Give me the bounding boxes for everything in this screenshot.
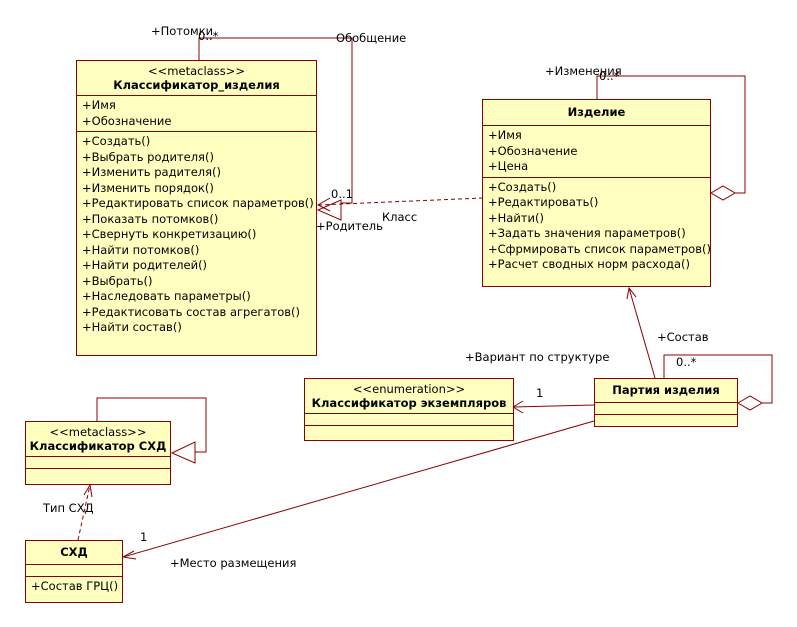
operation: +Редактисовать состав агрегатов(): [82, 304, 300, 319]
operations-section: +Создать() +Редактировать() +Найти() +За…: [483, 178, 711, 275]
operation: +Найти потомков(): [82, 242, 200, 257]
attributes-section: [305, 414, 513, 426]
attribute: +Имя: [488, 128, 522, 142]
skhd-classifier-generalization-arrow: [170, 441, 196, 464]
potomki-role-label: +Потомки: [151, 24, 214, 38]
class-header: Изделие: [483, 100, 710, 126]
class-name: Классификатор_изделия: [113, 78, 280, 92]
attributes-section: [595, 403, 737, 415]
operation: +Изменить порядок(): [82, 180, 214, 195]
attributes-section: +Имя +Обозначение +Цена: [483, 126, 710, 178]
attributes-section: [26, 457, 170, 469]
mesto-role-label: +Место размещения: [170, 556, 297, 570]
stereotype-label: <<metaclass>>: [49, 425, 147, 439]
class-izdelie[interactable]: Изделие +Имя +Обозначение +Цена +Создать…: [482, 99, 711, 287]
class-name: СХД: [60, 545, 88, 559]
operations-section: [595, 415, 737, 426]
roditel-role-label: +Родитель: [316, 219, 383, 233]
sostav-association[interactable]: [628, 287, 656, 379]
variant-association[interactable]: [512, 404, 595, 408]
sostav-role-label: +Состав: [657, 330, 709, 344]
class-header: <<metaclass>> Классификатор_изделия: [77, 61, 316, 96]
potomki-association[interactable]: [198, 37, 353, 204]
class-partiya-izdeliya[interactable]: Партия изделия: [594, 378, 738, 427]
izmeneniya-diamond: [710, 185, 736, 201]
class-name: Классификатор экземпляров: [311, 396, 507, 410]
tip-skhd-dependency[interactable]: [77, 484, 91, 541]
class-header: СХД: [26, 541, 122, 565]
class-name: Классификатор СХД: [29, 439, 167, 453]
potomki-multiplicity: 0..*: [198, 29, 219, 43]
operation: +Выбрать(): [82, 273, 153, 288]
skhd-classifier-self-generalization[interactable]: [96, 397, 207, 453]
operation: +Задать значения параметров(): [488, 226, 686, 240]
attribute: +Обозначение: [488, 143, 578, 158]
operations-section: +Создать() +Выбрать родителя() +Изменить…: [77, 132, 316, 338]
partiya-self-aggregation[interactable]: [663, 354, 773, 404]
operation: +Создать(): [82, 134, 151, 148]
operation: +Найти родителей(): [82, 258, 208, 272]
operation: +Редактировать список параметров(): [82, 196, 314, 210]
variant-role-label: +Вариант по структуре: [465, 350, 610, 364]
attribute: +Обозначение: [82, 113, 172, 128]
sostav-multiplicity: 0..*: [676, 355, 697, 369]
operation: +Свернуть конкретизацию(): [82, 227, 257, 241]
class-name: Изделие: [567, 105, 626, 119]
stereotype-label: <<metaclass>>: [148, 64, 245, 78]
sostav-arrowhead: [626, 286, 637, 300]
izmeneniya-multiplicity: 0..*: [599, 69, 620, 83]
class-header: Партия изделия: [595, 379, 737, 403]
class-klassifikator-skhd[interactable]: <<metaclass>> Классификатор СХД: [25, 421, 171, 485]
operation: +Создать(): [488, 179, 557, 194]
class-klassifikator-izdeliya[interactable]: <<metaclass>> Классификатор_изделия +Имя…: [76, 60, 317, 356]
mesto-arrowhead: [121, 550, 137, 560]
mesto-association[interactable]: [122, 420, 595, 558]
tip-skhd-label: Тип СХД: [43, 501, 94, 515]
class-skhd[interactable]: СХД +Состав ГРЦ(): [25, 540, 123, 603]
operations-section: [305, 426, 513, 437]
tip-skhd-arrowhead: [83, 483, 93, 498]
klass-label: Класс: [382, 210, 418, 224]
class-header: <<metaclass>> Классификатор СХД: [26, 422, 170, 457]
variant-multiplicity: 1: [536, 386, 544, 400]
operation: +Расчет сводных норм расхода(): [488, 257, 690, 271]
operations-section: +Состав ГРЦ(): [26, 577, 122, 597]
class-name: Партия изделия: [612, 383, 720, 397]
operation: +Состав ГРЦ(): [31, 579, 119, 593]
stereotype-label: <<enumeration>>: [352, 382, 466, 396]
partiya-diamond: [737, 395, 763, 411]
attributes-section: +Имя +Обозначение: [77, 96, 316, 132]
attributes-section: [26, 565, 122, 577]
operation: +Изменить радителя(): [82, 165, 222, 179]
izmeneniya-aggregation[interactable]: [596, 75, 746, 194]
operation: +Редактировать(): [488, 195, 599, 209]
operation: +Наследовать параметры(): [82, 289, 251, 303]
operation: +Показать потомков(): [82, 211, 219, 226]
operation: +Найти состав(): [82, 320, 182, 334]
izmeneniya-role-label: +Изменения: [545, 64, 622, 78]
operation: +Сфрмировать список параметров(): [488, 241, 711, 256]
attribute: +Имя: [82, 98, 116, 112]
operation: +Выбрать родителя(): [82, 149, 214, 164]
class-header: <<enumeration>> Классификатор экземпляро…: [305, 379, 513, 414]
obobshchenie-label: Обобщение: [336, 31, 407, 45]
roditel-multiplicity: 0..1: [331, 187, 353, 201]
mesto-multiplicity: 1: [140, 530, 148, 544]
operation: +Найти(): [488, 210, 544, 225]
class-klassifikator-ekzemplyarov[interactable]: <<enumeration>> Классификатор экземпляро…: [304, 378, 514, 441]
attribute: +Цена: [488, 159, 529, 173]
obobshchenie-generalization-arrow[interactable]: [316, 199, 342, 221]
klass-dependency-arrowhead: [316, 197, 331, 212]
operations-section: [26, 469, 170, 480]
